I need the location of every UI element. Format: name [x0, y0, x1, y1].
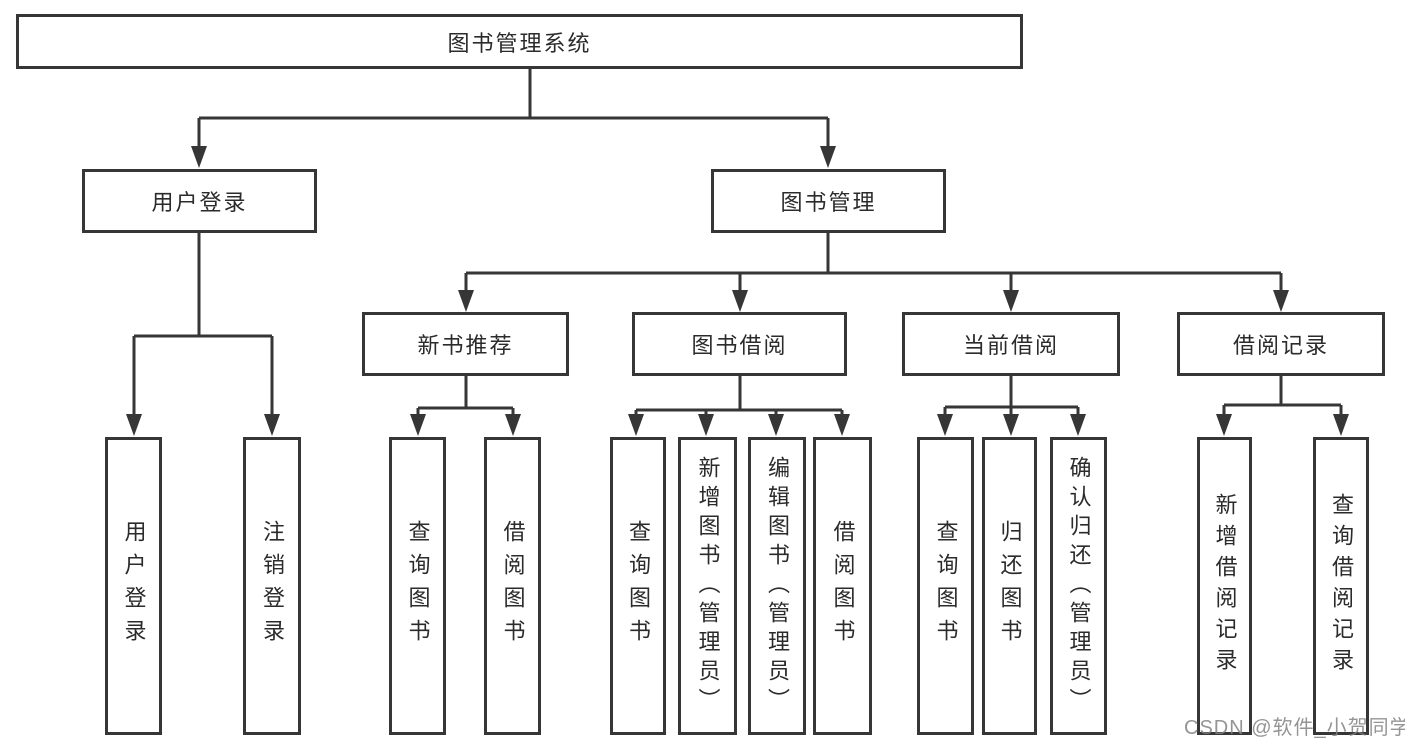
leaf-query-books-borrowing: 查询图书	[610, 437, 666, 735]
leaf-borrow-books-recommend: 借阅图书	[484, 437, 541, 735]
node-current-borrowing-label: 当前借阅	[962, 333, 1059, 358]
node-user-login-branch: 用户登录	[82, 169, 317, 233]
node-root-label: 图书管理系统	[447, 30, 592, 56]
leaf-user-login-label: 用户登录	[121, 520, 147, 652]
leaf-add-books-admin-label: 新增图书（管理员）	[695, 455, 721, 717]
leaf-edit-books-admin-label: 编辑图书（管理员）	[765, 455, 790, 717]
leaf-return-books: 归还图书	[982, 437, 1037, 735]
node-new-book-recommend: 新书推荐	[362, 312, 569, 376]
leaf-query-borrowing-record: 查询借阅记录	[1313, 437, 1369, 735]
leaf-return-books-label: 归还图书	[997, 520, 1023, 652]
leaf-query-borrowing-record-label: 查询借阅记录	[1329, 493, 1354, 679]
leaf-borrow-books-borrowing-label: 借阅图书	[830, 520, 856, 652]
node-current-borrowing: 当前借阅	[902, 312, 1120, 376]
node-borrowing-records: 借阅记录	[1177, 312, 1385, 376]
leaf-query-books-recommend-label: 查询图书	[405, 520, 431, 652]
leaf-query-books-current: 查询图书	[917, 437, 974, 735]
node-book-management-label: 图书管理	[780, 190, 877, 215]
node-book-borrowing: 图书借阅	[632, 312, 847, 376]
leaf-edit-books-admin: 编辑图书（管理员）	[748, 437, 806, 735]
arrowheads	[126, 146, 1349, 436]
leaf-logout-label: 注销登录	[260, 520, 285, 652]
leaf-borrow-books-borrowing: 借阅图书	[813, 437, 872, 735]
node-borrowing-records-label: 借阅记录	[1232, 333, 1329, 358]
node-new-book-recommend-label: 新书推荐	[417, 333, 514, 358]
leaf-add-books-admin: 新增图书（管理员）	[678, 437, 737, 735]
leaf-query-books-current-label: 查询图书	[933, 520, 959, 652]
leaf-user-login: 用户登录	[105, 437, 162, 735]
watermark: CSDN @软件_小贺同学	[1184, 717, 1405, 739]
leaf-borrow-books-recommend-label: 借阅图书	[500, 520, 526, 652]
node-root: 图书管理系统	[16, 14, 1023, 69]
leaf-add-borrowing-record-label: 新增借阅记录	[1212, 493, 1238, 679]
leaf-logout: 注销登录	[243, 437, 301, 735]
leaf-add-borrowing-record: 新增借阅记录	[1197, 437, 1252, 735]
leaf-confirm-return-admin-label: 确认归还（管理员）	[1066, 455, 1092, 717]
leaf-confirm-return-admin: 确认归还（管理员）	[1050, 437, 1107, 735]
node-book-management: 图书管理	[711, 169, 946, 233]
leaf-query-books-borrowing-label: 查询图书	[626, 520, 651, 652]
node-book-borrowing-label: 图书借阅	[691, 333, 788, 358]
leaf-query-books-recommend: 查询图书	[389, 437, 446, 735]
node-user-login-branch-label: 用户登录	[151, 190, 248, 215]
